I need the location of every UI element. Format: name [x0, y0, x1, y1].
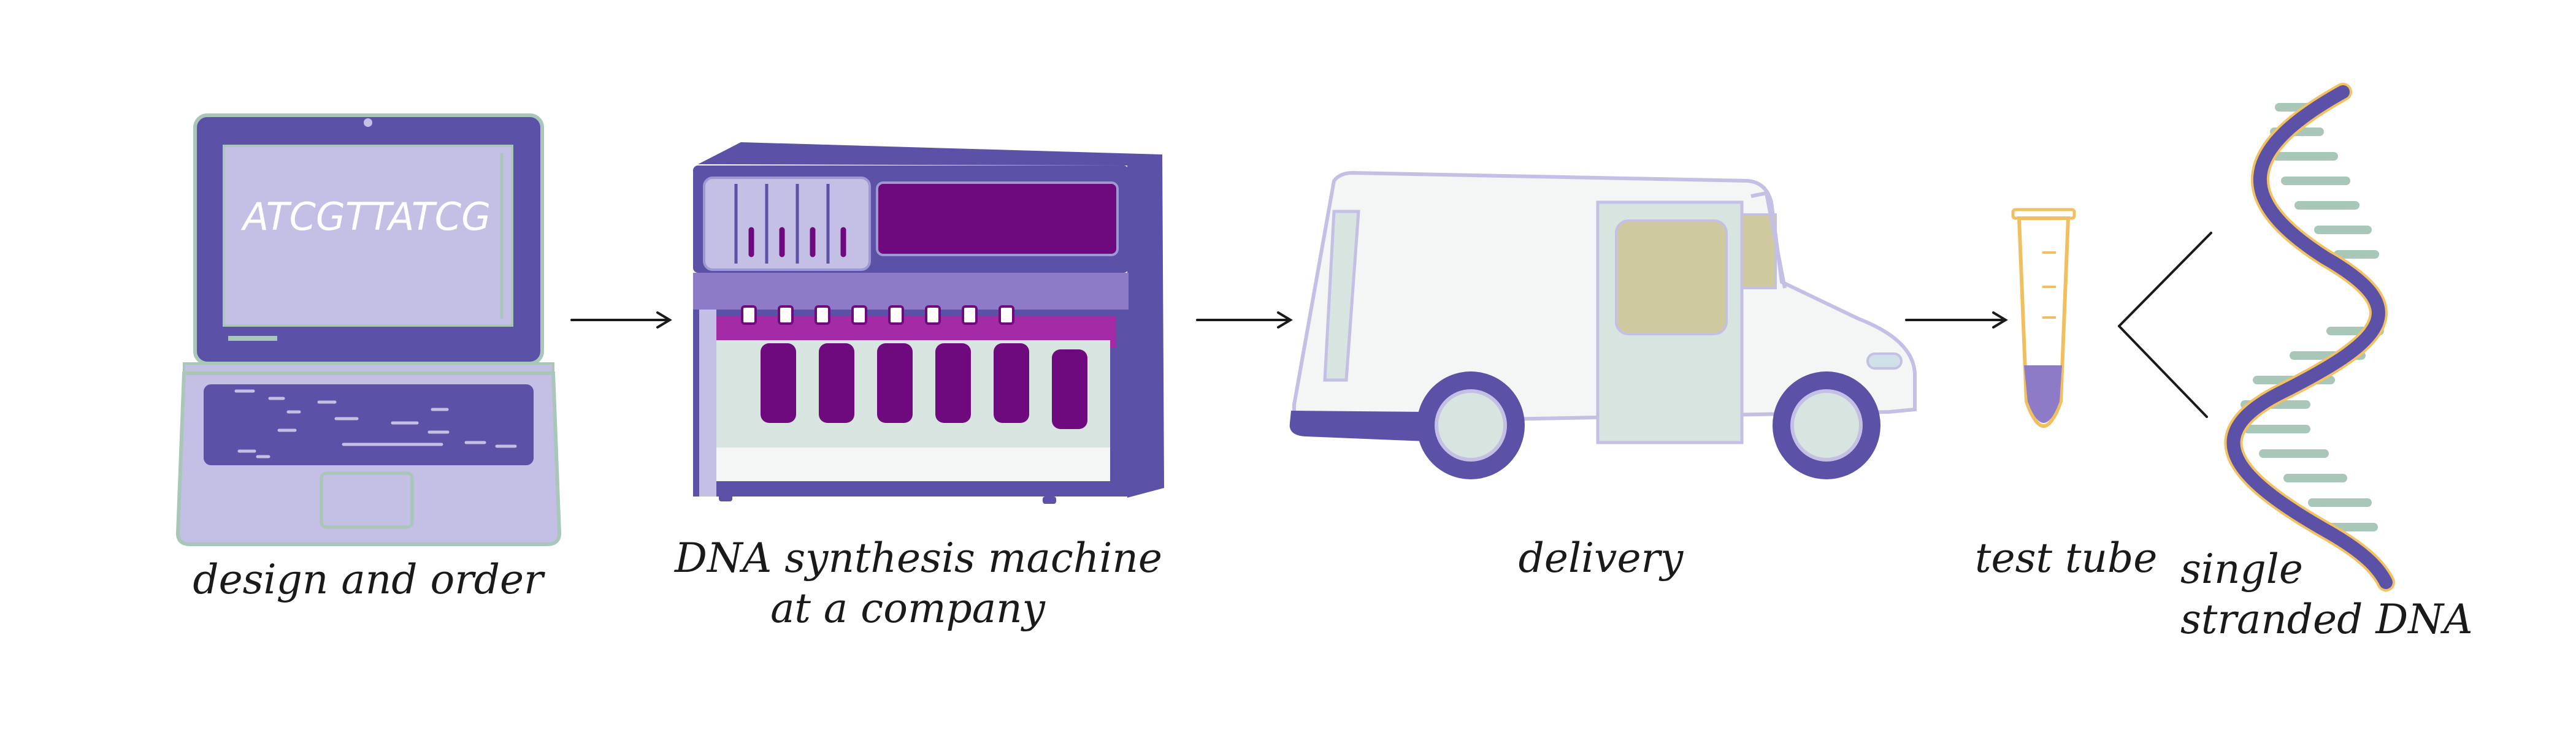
- label-line: at a company: [770, 585, 1045, 632]
- label-line: test tube: [1975, 534, 2158, 582]
- label-line: DNA synthesis machine: [675, 534, 1162, 582]
- test-tube-icon: [2011, 208, 2076, 428]
- dna-helix-icon: [2224, 83, 2395, 592]
- step-label-test-tube: test tube: [1975, 533, 2158, 584]
- label-line: design and order: [193, 556, 543, 603]
- arrow-right-icon: [1196, 311, 1293, 329]
- label-line: single: [2180, 546, 2303, 593]
- step-label-single-stranded-dna: single stranded DNA: [2180, 544, 2473, 645]
- arrow-right-icon: [1905, 311, 2008, 329]
- dna-synthesizer-icon: [693, 142, 1164, 504]
- delivery-van-icon: [1289, 170, 1917, 479]
- step-label-delivery: delivery: [1503, 533, 1699, 584]
- step-label-design-and-order: design and order: [184, 555, 552, 605]
- label-line: delivery: [1518, 534, 1684, 582]
- screen-code-text: ATCGTTATCG: [240, 194, 491, 239]
- arrow-right-icon: [570, 311, 672, 329]
- bracket-lines: [2118, 232, 2212, 418]
- step-label-dna-synthesis-machine: DNA synthesis machine at a company: [675, 533, 1162, 634]
- laptop-icon: [175, 113, 562, 546]
- label-line: stranded DNA: [2180, 596, 2473, 643]
